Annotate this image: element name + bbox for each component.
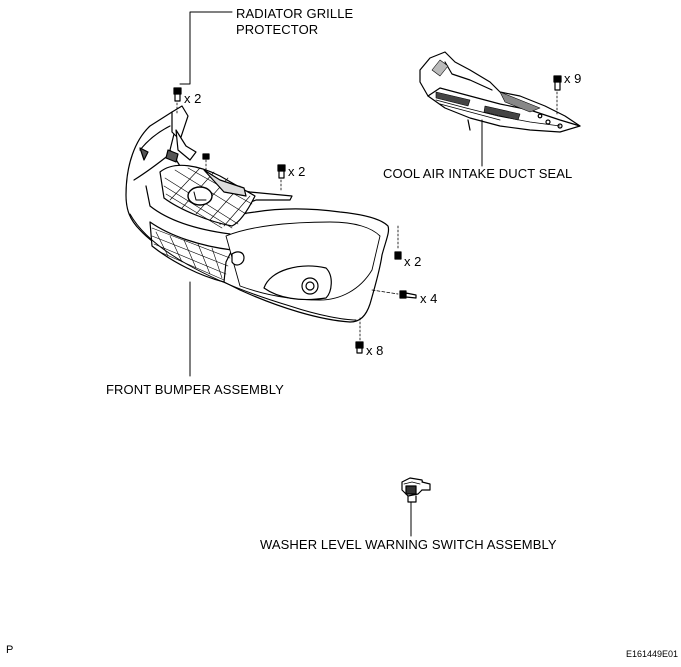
radiator-grille-protector-line2: PROTECTOR <box>236 22 319 37</box>
side-clip-icon <box>394 225 402 260</box>
front-bumper-assembly-label: FRONT BUMPER ASSEMBLY <box>106 382 284 397</box>
duct-seal-clip-qty: x 9 <box>564 71 582 86</box>
cool-air-intake-duct-seal-label: COOL AIR INTAKE DUCT SEAL <box>383 166 573 181</box>
grille-protector-leader <box>179 11 233 85</box>
upper-bumper-clip-icon <box>277 164 286 193</box>
washer-level-warning-switch-part <box>401 477 431 503</box>
grille-protector-clip-icon <box>173 87 182 115</box>
front-bumper-assembly-part <box>125 105 390 323</box>
figure-code: E161449E01 <box>626 649 679 659</box>
side-screw-qty: x 4 <box>420 291 438 306</box>
side-clip-qty: x 2 <box>404 254 422 269</box>
lower-clip-qty: x 8 <box>366 343 384 358</box>
radiator-grille-protector-line1: RADIATOR GRILLE <box>236 6 354 21</box>
cool-air-intake-duct-seal-part <box>419 51 581 133</box>
lower-clip-icon <box>355 317 364 354</box>
duct-seal-clip-icon <box>553 75 562 117</box>
upper-bumper-clip-qty: x 2 <box>288 164 306 179</box>
side-screw-icon <box>371 289 417 299</box>
corner-left-mark: P <box>6 644 14 656</box>
grille-clip-small-icon <box>202 153 210 171</box>
radiator-grille-protector-label: RADIATOR GRILLE PROTECTOR <box>236 6 353 38</box>
washer-level-warning-switch-assembly-label: WASHER LEVEL WARNING SWITCH ASSEMBLY <box>260 537 557 552</box>
grille-protector-clip-qty: x 2 <box>184 91 202 106</box>
